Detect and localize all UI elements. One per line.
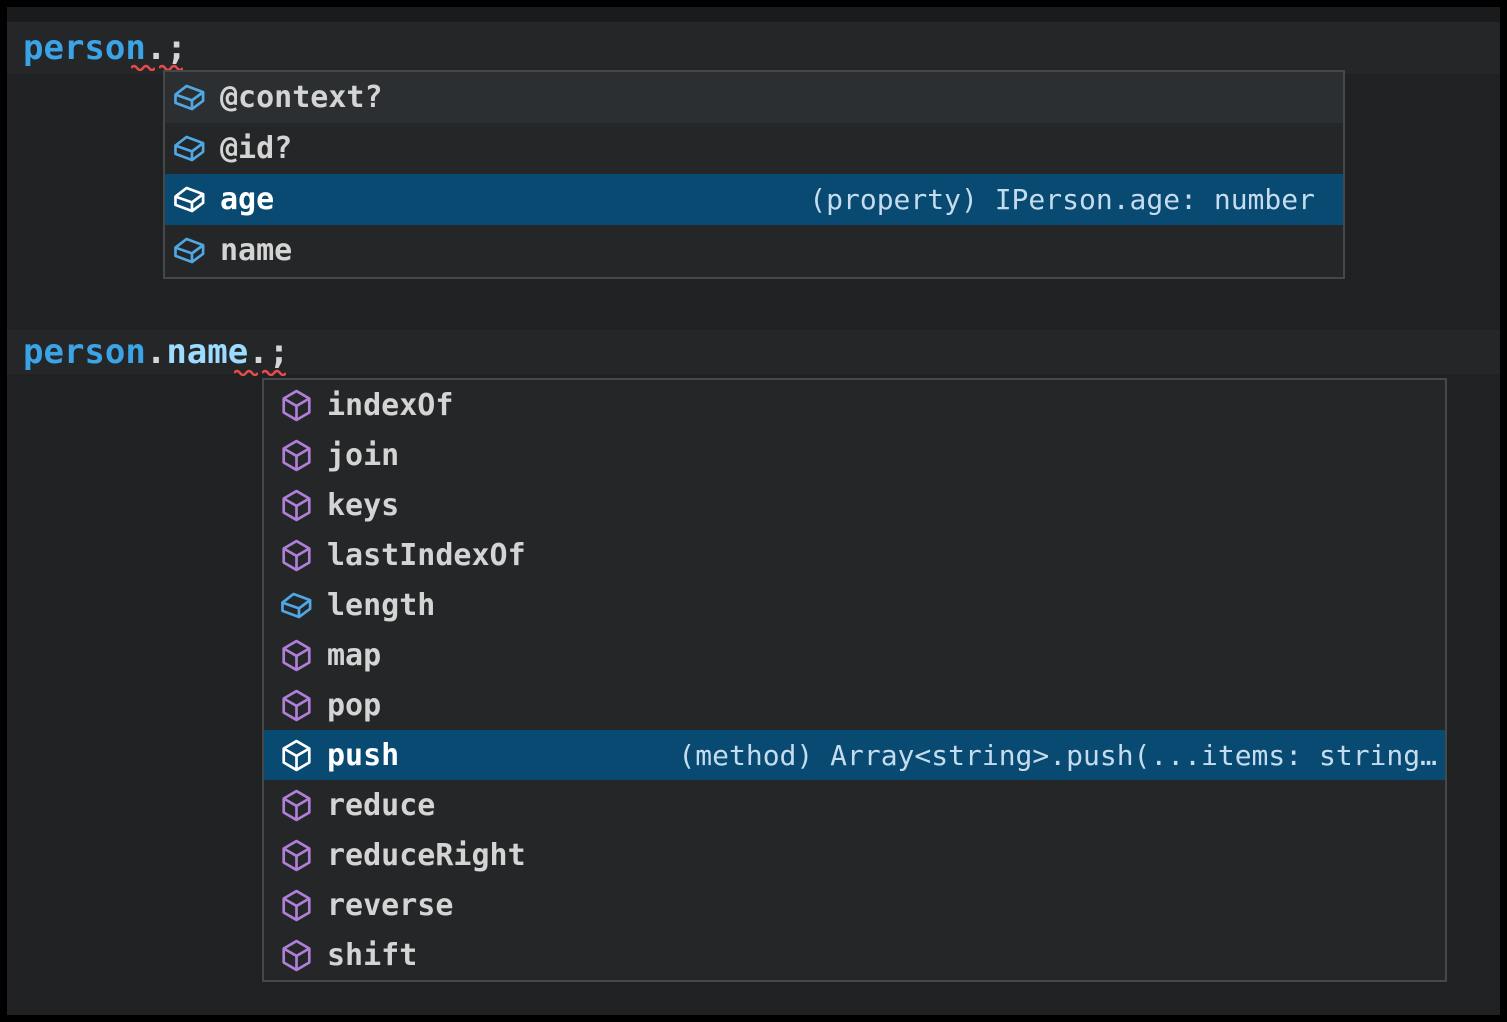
suggestion-item-name[interactable]: name [165, 225, 1343, 276]
suggestion-detail: (property) IPerson.age: number [809, 183, 1315, 216]
suggestion-item-context[interactable]: @context? [165, 72, 1343, 123]
suggestion-item-reduceright[interactable]: reduceRight [264, 830, 1445, 880]
suggestion-item-push[interactable]: push (method) Array<string>.push(...item… [264, 730, 1445, 780]
suggestion-label: reduceRight [327, 837, 526, 873]
code-token-semicolon: ; [268, 332, 290, 372]
suggestion-item-keys[interactable]: keys [264, 480, 1445, 530]
suggestion-label: map [327, 637, 382, 673]
suggestion-label: @context? [220, 80, 383, 115]
suggestion-label: reverse [327, 887, 454, 923]
suggestion-label: pop [327, 687, 382, 723]
suggestion-label: shift [327, 937, 418, 973]
symbol-field-icon [173, 234, 206, 267]
error-squiggle [234, 367, 258, 376]
symbol-method-icon [280, 539, 313, 572]
code-token-dot: . [145, 332, 167, 372]
symbol-method-icon [280, 389, 313, 422]
suggestion-detail: (method) Array<string>.push(...items: st… [678, 738, 1437, 772]
code-token-dot: . [145, 28, 167, 68]
current-line-highlight-1 [7, 22, 1500, 74]
symbol-field-icon [173, 183, 206, 216]
error-squiggle [262, 367, 286, 376]
symbol-method-icon [280, 939, 313, 972]
suggestion-label: @id? [220, 131, 293, 166]
symbol-method-icon [280, 439, 313, 472]
suggestion-item-reduce[interactable]: reduce [264, 780, 1445, 830]
symbol-method-icon [280, 639, 313, 672]
suggest-widget-name: indexOf join keys lastIndexOf length map… [262, 378, 1447, 982]
code-line-2[interactable]: person.name.; [23, 330, 289, 374]
suggestion-item-lastindexof[interactable]: lastIndexOf [264, 530, 1445, 580]
code-token-semicolon: ; [166, 28, 187, 68]
symbol-method-icon [280, 889, 313, 922]
suggestion-label: join [327, 437, 400, 473]
code-line-1[interactable]: person.; [23, 26, 187, 70]
suggestion-item-reverse[interactable]: reverse [264, 880, 1445, 930]
suggestion-item-id[interactable]: @id? [165, 123, 1343, 174]
suggestion-label: lastIndexOf [327, 537, 526, 573]
symbol-field-icon [173, 132, 206, 165]
suggestion-label: keys [327, 487, 400, 523]
suggestion-label: reduce [327, 787, 436, 823]
suggestion-label: length [327, 587, 436, 623]
error-squiggle [131, 62, 155, 71]
code-token-variable: person [23, 332, 146, 372]
symbol-method-icon [280, 739, 313, 772]
suggestion-label: name [220, 233, 293, 268]
suggestion-label: push [327, 737, 400, 773]
symbol-method-icon [280, 789, 313, 822]
symbol-method-icon [280, 839, 313, 872]
editor-top-strip [7, 7, 1500, 22]
suggestion-label: indexOf [327, 387, 454, 423]
code-token-property: name [166, 332, 249, 372]
current-line-highlight-2 [7, 330, 1500, 374]
suggestion-item-pop[interactable]: pop [264, 680, 1445, 730]
suggestion-item-length[interactable]: length [264, 580, 1445, 630]
symbol-field-icon [280, 589, 313, 622]
symbol-method-icon [280, 489, 313, 522]
suggestion-item-shift[interactable]: shift [264, 930, 1445, 980]
suggestion-item-indexof[interactable]: indexOf [264, 380, 1445, 430]
code-token-dot: . [248, 332, 269, 372]
suggestion-item-age[interactable]: age (property) IPerson.age: number [165, 174, 1343, 225]
suggest-widget-person: @context? @id? age (property) IPerson.ag… [163, 70, 1345, 279]
symbol-method-icon [280, 689, 313, 722]
suggestion-item-map[interactable]: map [264, 630, 1445, 680]
code-token-variable: person [23, 28, 146, 68]
symbol-field-icon [173, 81, 206, 114]
suggestion-label: age [220, 182, 275, 217]
suggestion-item-join[interactable]: join [264, 430, 1445, 480]
